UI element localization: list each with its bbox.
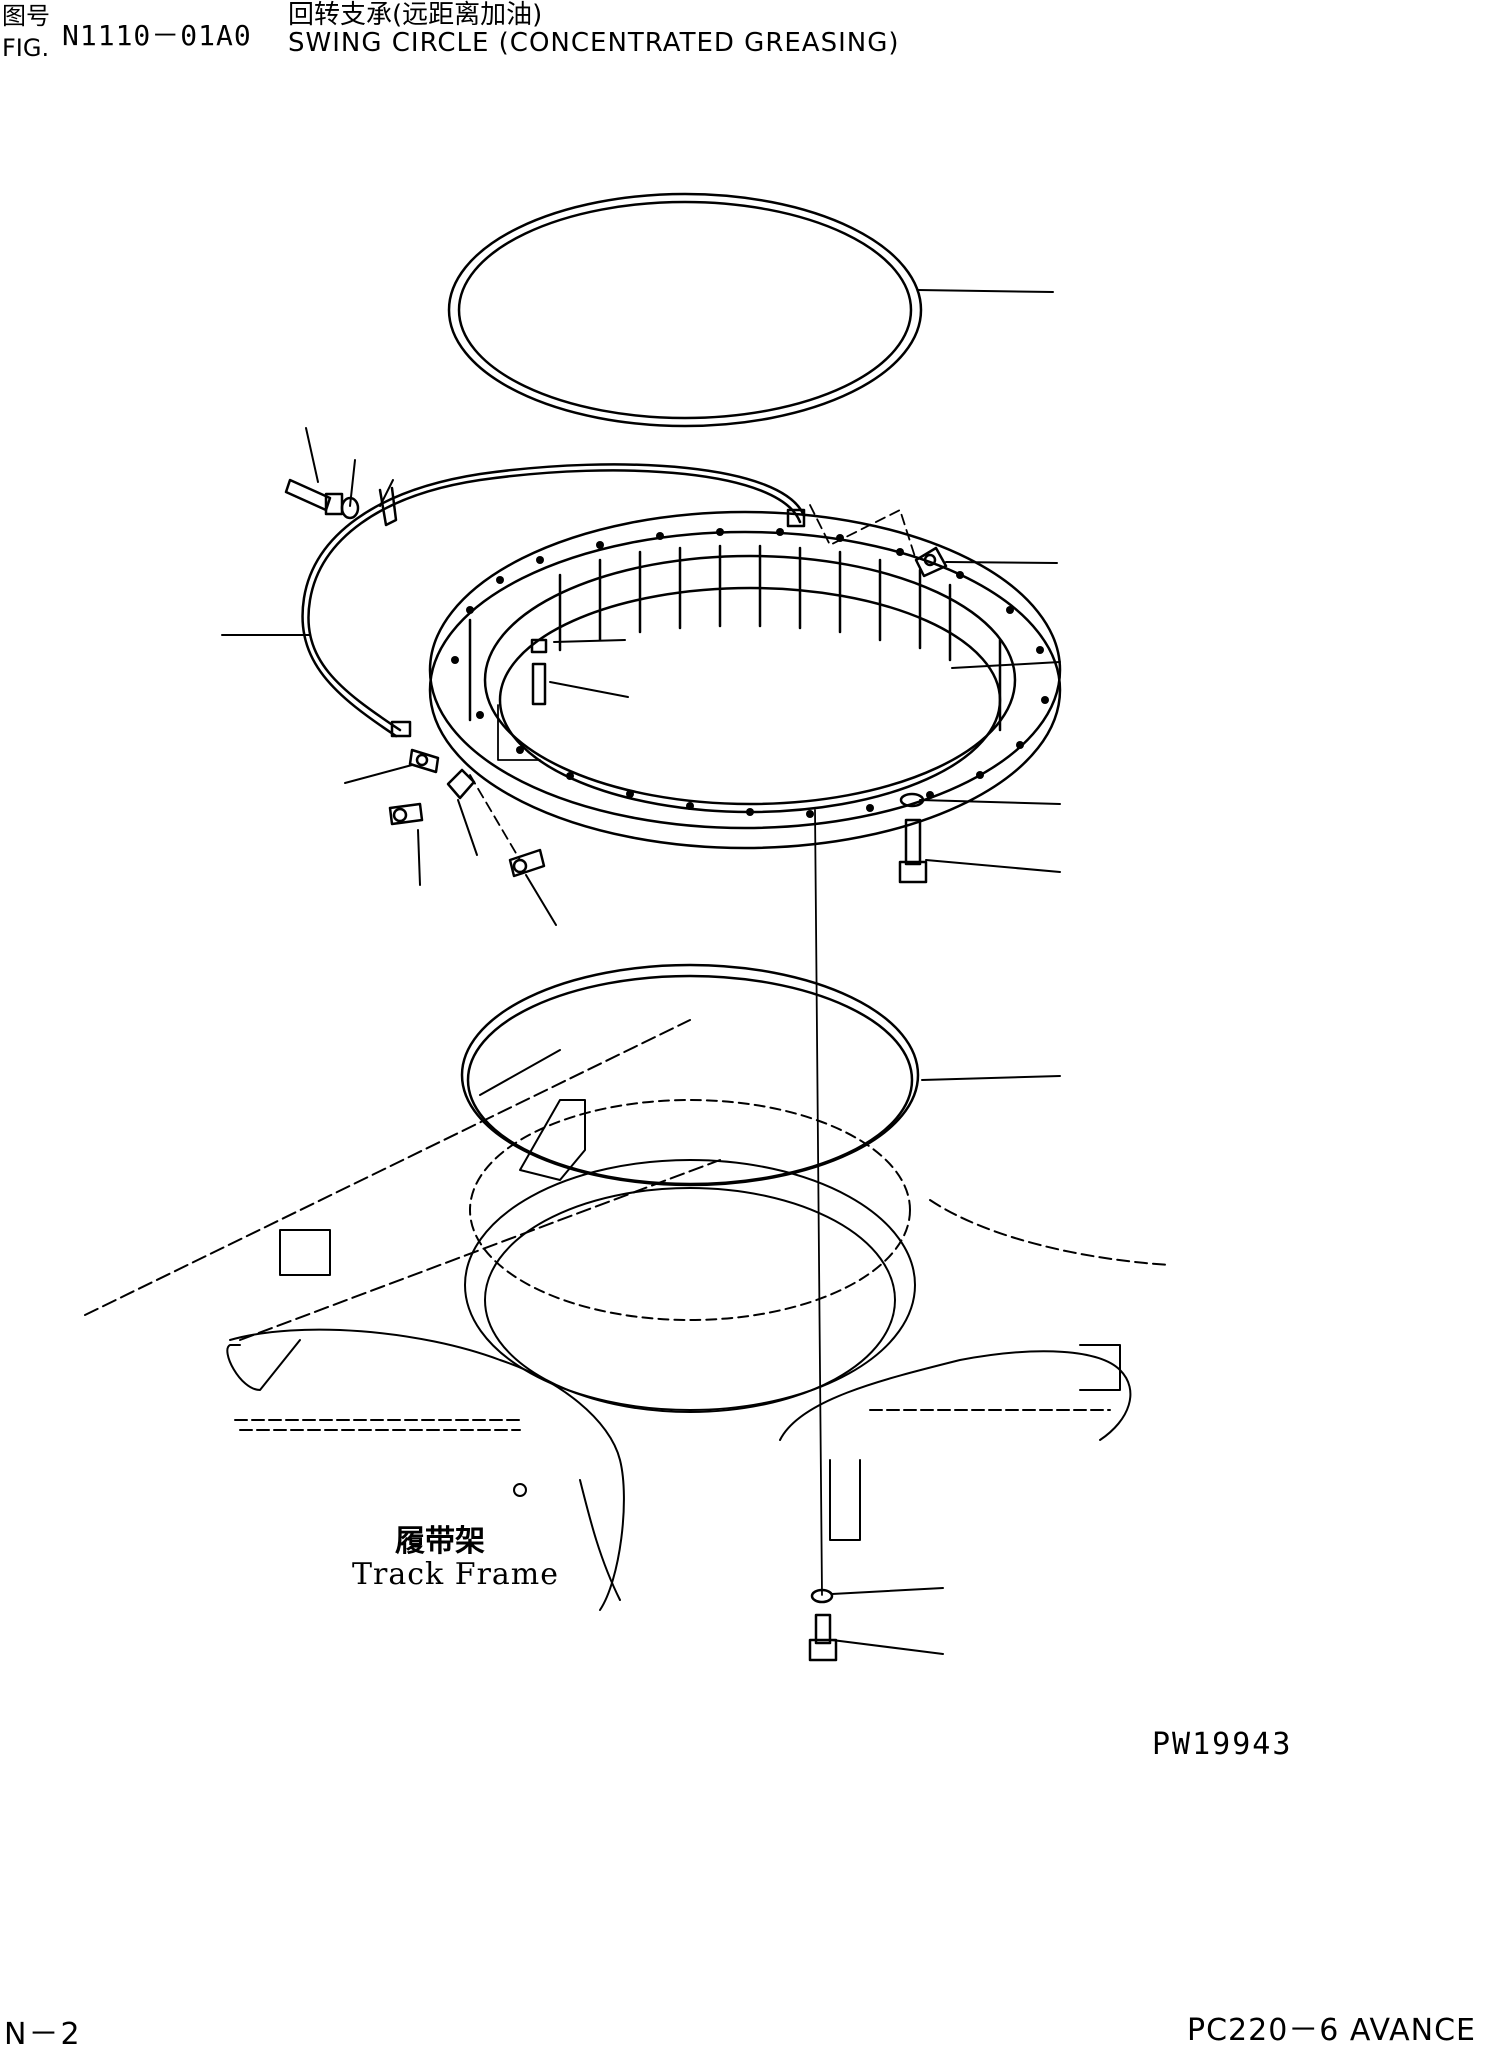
grease-fittings (388, 546, 948, 878)
page-number: N－2 (4, 2017, 82, 2052)
figure-label-en: FIG. (2, 34, 50, 62)
track-frame-label-cn: 履带架 (395, 1524, 485, 1559)
seal-ring-lower (460, 963, 920, 1187)
center-line (469, 504, 917, 1596)
figure-number: N1110－01A0 (62, 19, 252, 52)
leader-lines (221, 289, 1061, 1655)
title-en: SWING CIRCLE (CONCENTRATED GREASING) (288, 28, 900, 58)
bolt-and-washer-top (898, 792, 928, 884)
seal-ring-top (447, 192, 923, 428)
bolt-and-washer-bottom (808, 1588, 838, 1662)
figure-label-cn: 图号 (2, 2, 50, 30)
drawing-number: PW19943 (1152, 1727, 1293, 1762)
machine-model: PC220－6 AVANCE (1187, 2013, 1476, 2048)
grease-hose (301, 463, 806, 738)
title-cn: 回转支承(远距离加油) (288, 0, 543, 30)
track-frame (84, 1019, 1171, 1611)
track-frame-label-en: Track Frame (352, 1557, 559, 1592)
bearing-bolt-holes (451, 528, 1049, 818)
hose-clamp-bolt (284, 478, 360, 520)
